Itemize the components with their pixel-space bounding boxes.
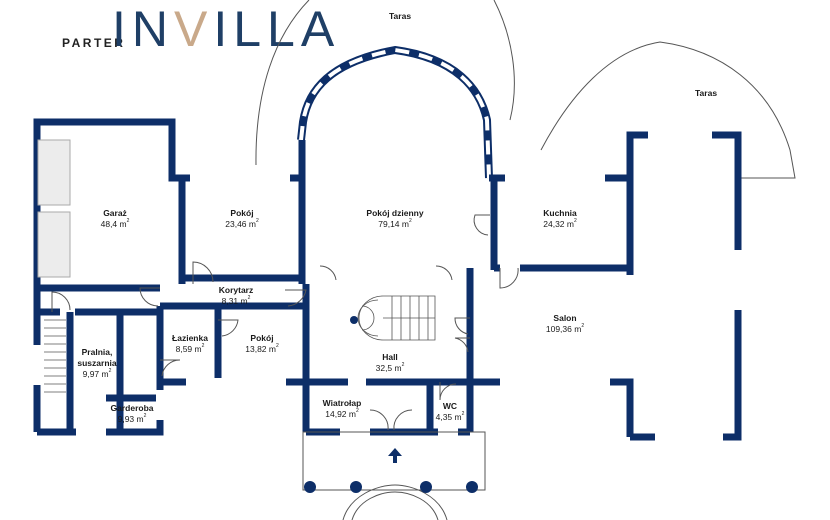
window [655,433,723,441]
staircase-side [44,319,66,393]
door [473,214,490,236]
window [33,345,41,385]
garage-gate [37,139,71,206]
door-swings [51,214,519,431]
portico [302,431,486,520]
window [734,250,742,310]
window [186,378,286,386]
entrance-arrow [388,448,402,463]
door [435,265,453,281]
door [139,287,160,307]
brand-accent: V [174,1,214,57]
terrace-label: Taras [389,11,412,21]
column [350,481,362,493]
door [439,382,457,401]
terrace-top-outline [255,0,310,166]
terrace-label: Taras [695,88,718,98]
door [499,267,519,289]
column [304,481,316,493]
door [319,265,337,281]
window [76,428,106,436]
walls [33,118,742,441]
window [190,174,290,182]
brand-prefix: IN [112,1,174,57]
brand-suffix: ILLA [213,1,341,57]
window [648,131,712,139]
staircase-main [357,295,436,341]
door [160,359,181,377]
terrace-top-outline-right [493,0,515,121]
door [285,289,307,307]
floor-label: PARTER [62,36,126,50]
bay-window [297,46,493,179]
brand-logo: INVILLA [112,0,340,58]
door [454,337,470,353]
door [51,291,71,312]
window [505,174,605,182]
garage-gates [37,139,71,278]
window [156,390,164,420]
column [420,481,432,493]
column [466,481,478,493]
terrace-outlines [255,0,796,179]
door [454,317,470,335]
door [218,319,239,337]
stair-post [350,316,358,324]
door [393,409,413,431]
window [500,378,610,386]
terrace-right-outline [540,41,796,179]
door [369,409,389,431]
door [192,261,214,284]
garage-gate [37,211,71,278]
